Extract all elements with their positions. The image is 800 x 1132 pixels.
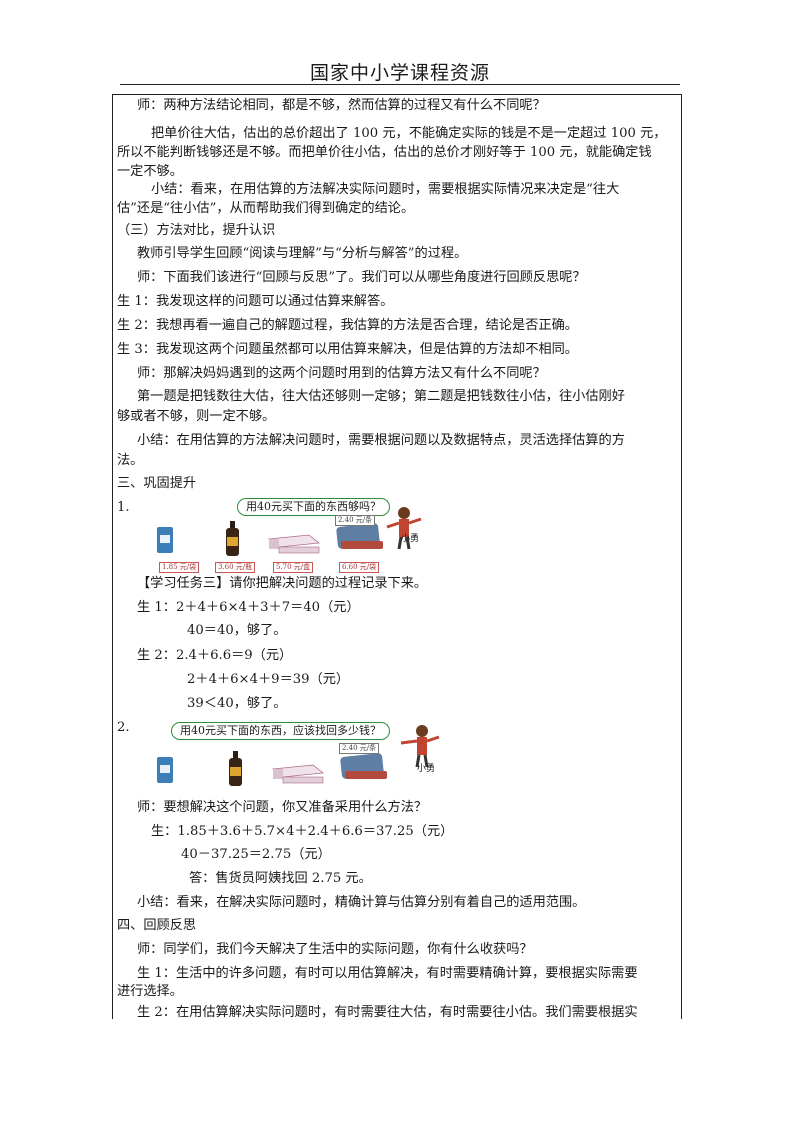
shopping-figure-1: 用40元买下面的东西够吗？	[149, 495, 433, 577]
price-tag: 6.60 元/袋	[339, 562, 380, 573]
text-line: 小结：看来，在用估算的方法解决实际问题时，需要根据实际情况来决定是“往大	[151, 182, 620, 197]
price-tag: 5.70 元/盒	[273, 562, 314, 573]
text-line: 师：同学们，我们今天解决了生活中的实际问题，你有什么收获吗？	[137, 942, 533, 957]
lesson-table-cell: 师：两种方法结论相同，都是不够，然而估算的过程又有什么不同呢？ 把单价往大估，估…	[112, 94, 682, 1019]
text-line: 师：两种方法结论相同，都是不够，然而估算的过程又有什么不同呢？	[137, 98, 546, 113]
kid-name-label: 小勇	[417, 764, 436, 774]
text-line: 小结：在用估算的方法解决问题时，需要根据问题以及数据特点，灵活选择估算的方	[137, 433, 625, 448]
speech-bubble: 用40元买下面的东西够吗？	[237, 498, 390, 516]
kid-xiaoyong-icon	[400, 725, 440, 768]
text-line: 生 2：在用估算解决实际问题时，有时需要往大估，有时需要往小估。我们需要根据实	[137, 1005, 638, 1019]
text-line: 师：要想解决这个问题，你又准备采用什么方法？	[137, 797, 432, 819]
text-line: 所以不能判断钱够还是不够。而把单价往小估，估出的总价才刚好等于 100 元，就能…	[117, 145, 652, 160]
text-line: 师：那解决妈妈遇到的这两个问题时用到的估算方法又有什么不同呢？	[137, 366, 546, 381]
text-line: 师：下面我们该进行“回顾与反思”了。我们可以从哪些角度进行回顾反思呢？	[137, 270, 586, 285]
text-line: 小结：看来，在解决实际问题时，精确计算与估算分别有着自己的适用范围。	[137, 895, 586, 910]
text-line: 生 1：我发现这样的问题可以通过估算来解答。	[117, 294, 394, 309]
text-line: 生 1：生活中的许多问题，有时可以用估算解决，有时需要精确计算，要根据实际需要	[137, 966, 638, 981]
text-line: 40－37.25＝2.75（元）	[181, 847, 331, 862]
text-line: 生 2：我想再看一遍自己的解题过程，我估算的方法是否合理，结论是否正确。	[117, 318, 578, 333]
text-line: 生 1：2＋4＋6×4＋3＋7＝40（元）	[137, 600, 360, 615]
price-tag: 2.40 元/条	[335, 515, 376, 526]
text-line: 生 2：2.4＋6.6＝9（元）	[137, 648, 293, 663]
text-line: 一定不够。	[117, 164, 183, 179]
speech-bubble: 用40元买下面的东西，应该找回多少钱？	[171, 722, 390, 740]
products-illustration	[157, 725, 440, 786]
rice-bag-icon	[336, 523, 383, 549]
kid-name-label: 小勇	[401, 534, 420, 544]
bottle-icon	[226, 521, 239, 556]
header-rule	[120, 84, 680, 85]
products-illustration	[157, 507, 422, 556]
item-number: 2.	[117, 720, 130, 735]
price-tag: 2.40 元/条	[339, 743, 380, 754]
section-heading: 三、巩固提升	[117, 476, 197, 491]
text-line: 40＝40，够了。	[187, 623, 287, 638]
section-heading: 四、回顾反思	[117, 918, 197, 933]
bottle-icon	[229, 751, 242, 786]
text-line: 进行选择。	[117, 984, 183, 999]
task-prompt: 【学习任务三】请你把解决问题的过程记录下来。	[137, 576, 428, 591]
price-tag: 1.85 元/袋	[159, 562, 200, 573]
text-line: 答：售货员阿姨找回 2.75 元。	[189, 871, 372, 886]
milk-bag-icon	[157, 527, 173, 553]
page-header-title: 国家中小学课程资源	[309, 62, 490, 84]
tissue-boxes-icon	[267, 534, 321, 554]
text-line: 把单价往大估，估出的总价超出了 100 元，不能确定实际的钱是不是一定超过 10…	[151, 126, 667, 141]
rice-bag-icon	[340, 753, 387, 779]
shopping-figure-2: 用40元买下面的东西，应该找回多少钱？	[149, 715, 449, 801]
text-line: 生：1.85＋3.6＋5.7×4＋2.4＋6.6＝37.25（元）	[151, 824, 454, 839]
tissue-boxes-icon	[271, 764, 325, 784]
price-tag: 3.60 元/瓶	[215, 562, 256, 573]
kid-xiaoyong-icon	[386, 507, 422, 550]
text-line: 生 3：我发现这两个问题虽然都可以用估算来解决，但是估算的方法却不相同。	[117, 342, 578, 357]
text-line: 估”还是“往小估”，从而帮助我们得到确定的结论。	[117, 201, 415, 216]
item-number: 1.	[117, 500, 130, 515]
text-line: 够或者不够，则一定不够。	[117, 409, 276, 424]
text-line: 2＋4＋6×4＋9＝39（元）	[187, 672, 350, 687]
text-line: 教师引导学生回顾“阅读与理解”与“分析与解答”的过程。	[137, 246, 468, 261]
text-line: 39＜40，够了。	[187, 696, 287, 711]
milk-bag-icon	[157, 757, 173, 783]
text-line: 法。	[117, 453, 144, 468]
text-line: 第一题是把钱数往大估，往大估还够则一定够；第二题是把钱数往小估，往小估刚好	[137, 389, 625, 404]
section-heading: （三）方法对比，提升认识	[117, 223, 276, 238]
